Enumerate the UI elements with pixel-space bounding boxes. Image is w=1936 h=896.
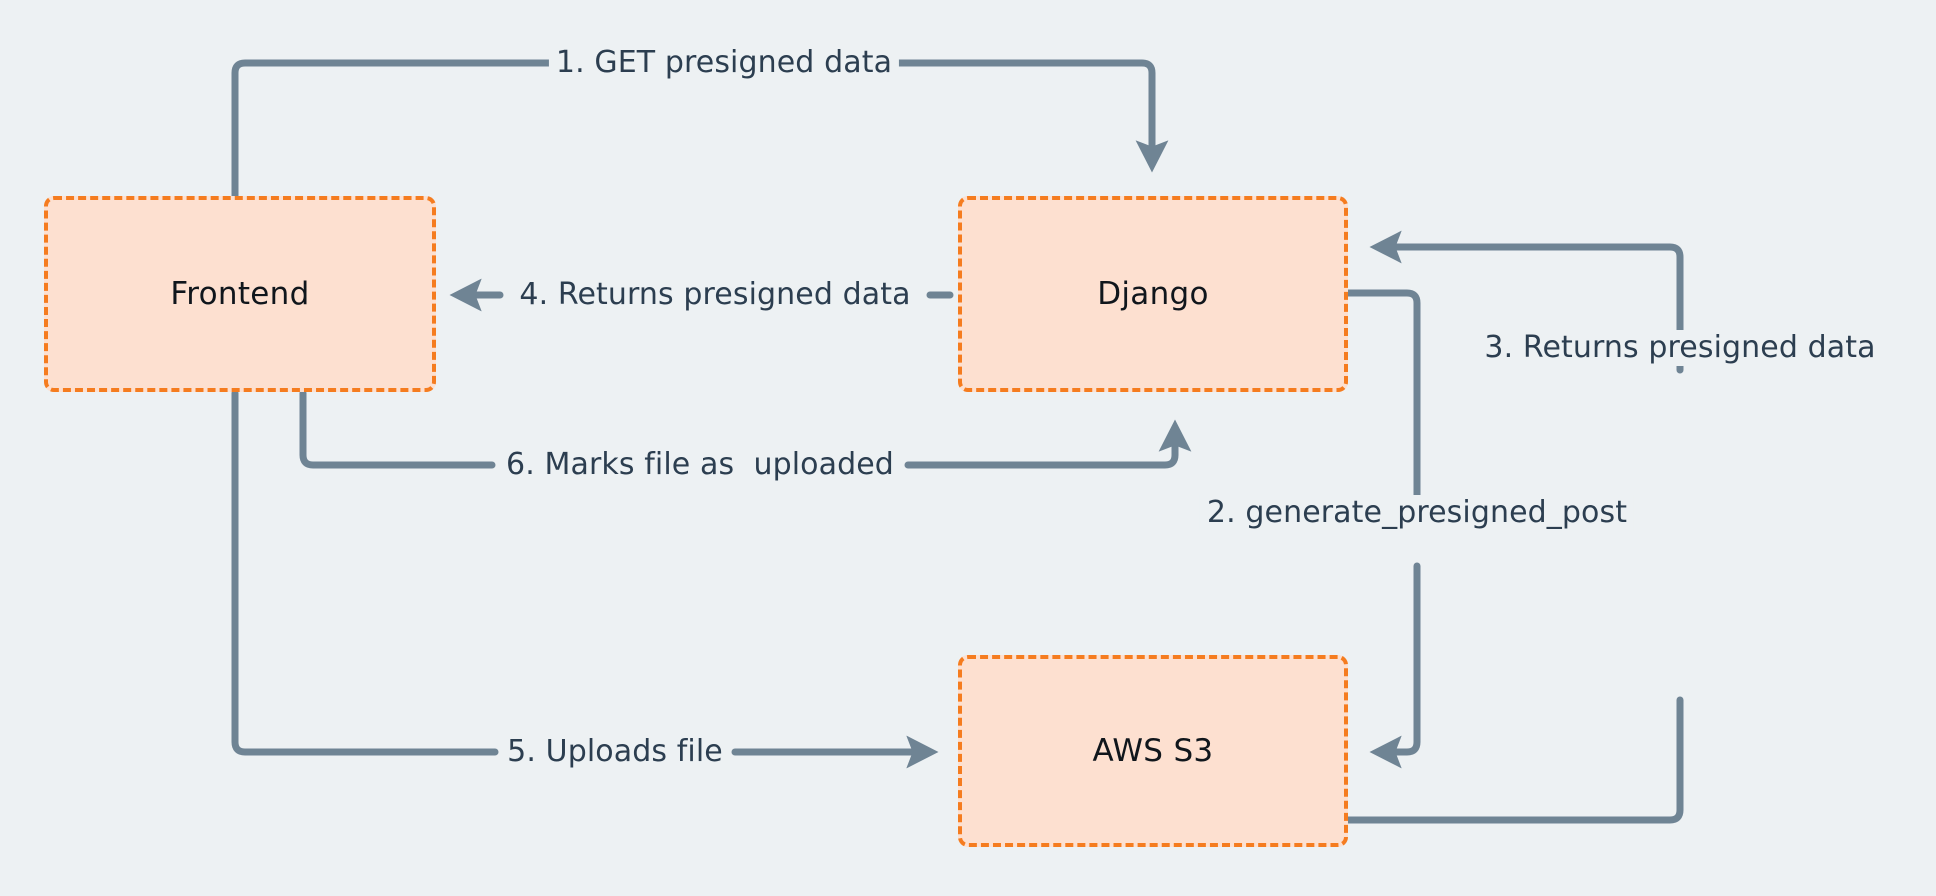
edge-label-5: 5. Uploads file (500, 734, 730, 770)
edge-2-path (1344, 289, 1421, 769)
edge-label-3: 3. Returns presigned data (1477, 330, 1883, 366)
edge-5-path (231, 389, 939, 769)
node-frontend-label: Frontend (170, 276, 310, 312)
node-frontend[interactable]: Frontend (44, 196, 436, 392)
edge-label-2: 2. generate_presigned_post (1199, 495, 1635, 531)
edge-label-4: 4. Returns presigned data (512, 277, 918, 313)
node-aws-s3-label: AWS S3 (1092, 733, 1214, 769)
edge-1-path (231, 59, 1169, 200)
edge-label-1: 1. GET presigned data (548, 45, 900, 81)
node-django-label: Django (1097, 276, 1209, 312)
edge-6-path (299, 389, 1192, 469)
edge-3-path (1344, 230, 1684, 824)
node-django[interactable]: Django (958, 196, 1348, 392)
edge-label-6: 6. Marks file as uploaded (499, 447, 901, 483)
node-aws-s3[interactable]: AWS S3 (958, 655, 1348, 847)
